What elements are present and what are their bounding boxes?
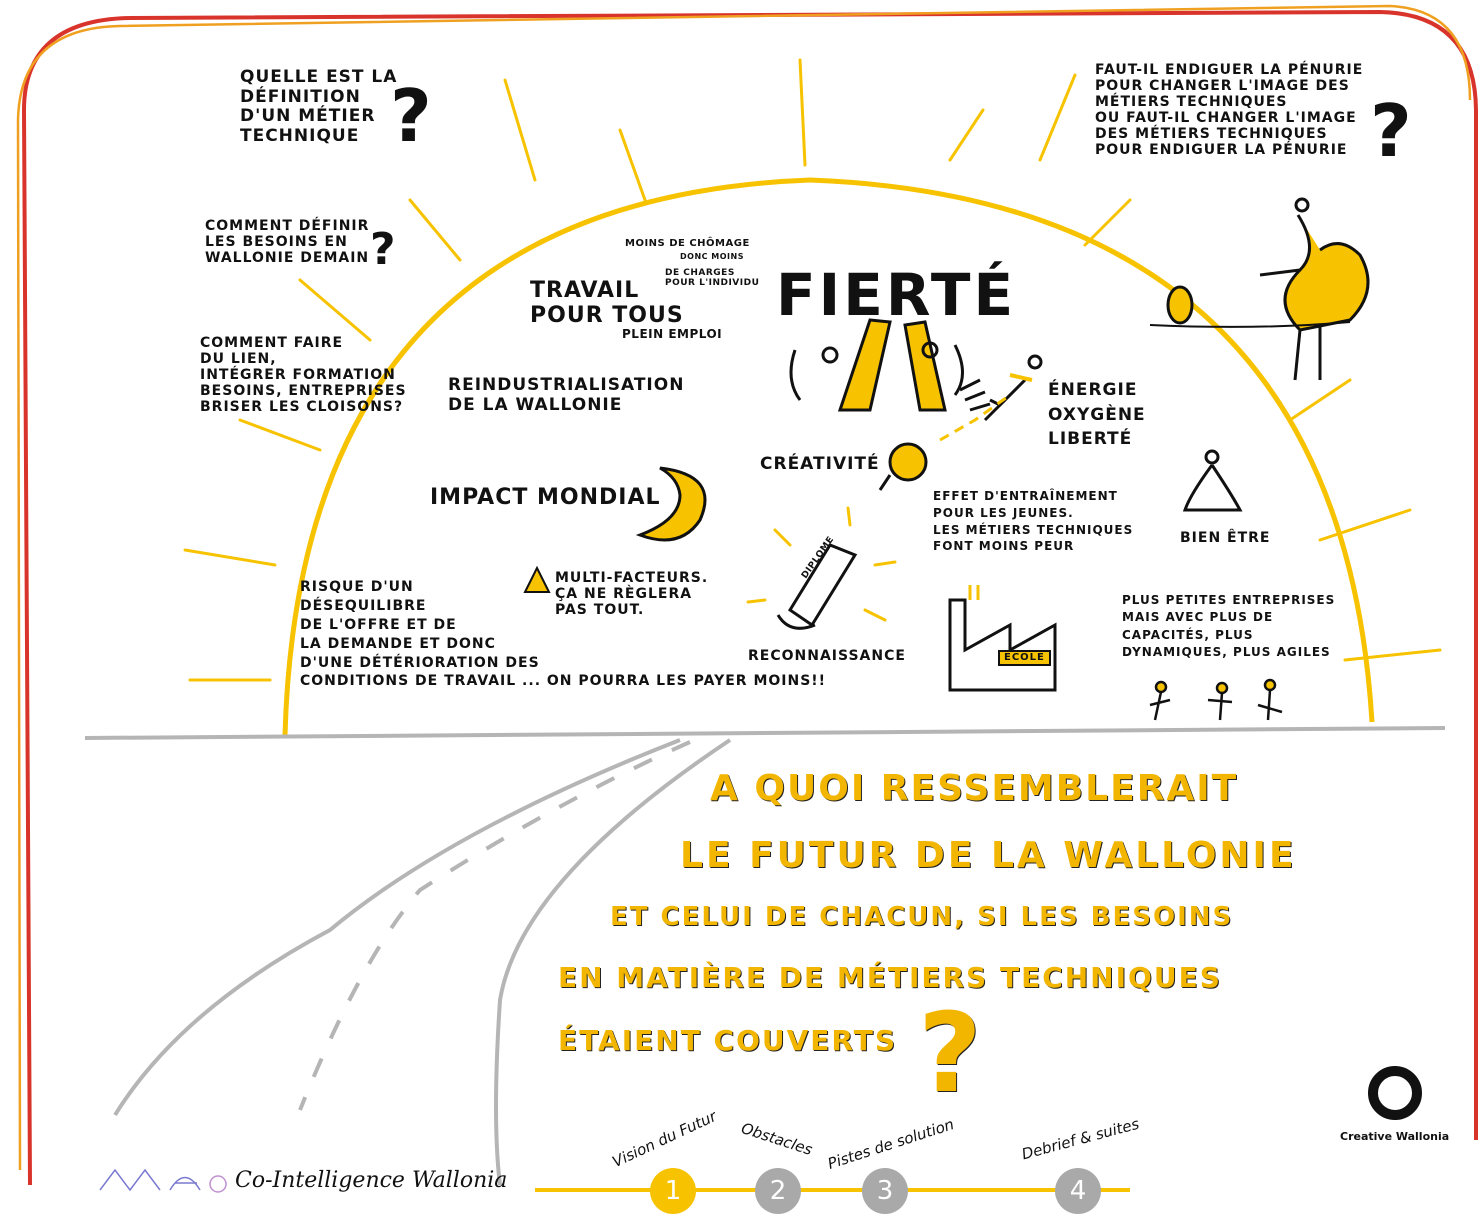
multi-facteurs: MULTI-FACTEURS. ÇA NE RÈGLERA PAS TOUT. [555, 570, 709, 619]
dashed-arrow [939, 393, 1011, 442]
central-question-line-4: EN MATIÈRE DE MÉTIERS TECHNIQUES [558, 961, 1222, 994]
co-intelligence-wallonia: Co-Intelligence Wallonia [235, 1168, 508, 1193]
egg-icon [1166, 285, 1194, 325]
question-mark-3: ? [1370, 89, 1413, 173]
meditation-icon [1182, 449, 1243, 512]
dome-outline [282, 177, 1375, 736]
small-people-icon [1149, 678, 1283, 721]
travail-pour-tous: TRAVAIL POUR TOUS [530, 278, 684, 329]
energy-runner-icon [959, 354, 1043, 422]
rooster-icon [1259, 197, 1370, 381]
question-penurie: FAUT-IL ENDIGUER LA PÉNURIE POUR CHANGER… [1095, 62, 1364, 159]
central-question-line-5: ÉTAIENT COUVERTS [558, 1024, 898, 1057]
frame-border-orange [16, 4, 1472, 1171]
creative-wallonia: Creative Wallonia [1340, 1130, 1450, 1143]
central-question-line-1: A QUOI RESSEMBLERAIT [710, 768, 1239, 809]
creativite: CRÉATIVITÉ [760, 454, 880, 474]
step-circle-4[interactable]: 4 [1055, 1168, 1101, 1214]
high-five-icon [789, 318, 964, 412]
co-intelligence-logo-icon [99, 1168, 227, 1193]
moins-de-chomage: MOINS DE CHÔMAGE [625, 238, 750, 249]
factory-icon [948, 585, 1057, 692]
question-lien: COMMENT FAIRE DU LIEN, INTÉGRER FORMATIO… [200, 335, 407, 416]
moon-icon [635, 466, 707, 542]
question-besoins: COMMENT DÉFINIR LES BESOINS EN WALLONIE … [205, 218, 370, 267]
sun-rays [183, 58, 1442, 682]
fierte-title: FIERTÉ [776, 261, 1017, 329]
question-definition: QUELLE EST LA DÉFINITION D'UN MÉTIER TEC… [240, 67, 398, 146]
step-circle-1[interactable]: 1 [650, 1168, 696, 1214]
diploma-rays [746, 506, 897, 622]
road-center-dashes [298, 740, 691, 1111]
energie-oxygene-liberte: ÉNERGIE OXYGÈNE LIBERTÉ [1048, 380, 1146, 450]
question-mark-2: ? [370, 224, 397, 275]
plein-emploi: PLEIN EMPLOI [622, 327, 723, 341]
horizon-line [84, 726, 1446, 740]
impact-mondial: IMPACT MONDIAL [430, 485, 661, 510]
petites-entreprises: PLUS PETITES ENTREPRISES MAIS AVEC PLUS … [1122, 593, 1336, 660]
warning-icon [523, 565, 551, 593]
bien-etre: BIEN ÊTRE [1180, 530, 1271, 546]
road-left-edge [113, 738, 681, 1117]
step-circle-3[interactable]: 3 [862, 1168, 908, 1214]
diploma-icon [776, 543, 858, 630]
lightbulb-icon [878, 442, 928, 491]
reindustrialisation: REINDUSTRIALISATION DE LA WALLONIE [448, 375, 685, 415]
de-charges: DE CHARGES POUR L'INDIVIDU [665, 268, 760, 289]
central-question-line-3: ET CELUI DE CHACUN, SI LES BESOINS [610, 902, 1234, 932]
question-mark-1: ? [390, 74, 433, 158]
central-question-mark: ? [918, 989, 983, 1117]
ground-line [1149, 321, 1351, 328]
central-question-line-2: LE FUTUR DE LA WALLONIE [680, 835, 1297, 876]
creative-wallonia-logo-icon [1368, 1066, 1422, 1120]
step-progress: Vision du Futur 1 Obstacles 2 Pistes de … [590, 1107, 1190, 1214]
reconnaissance: RECONNAISSANCE [748, 648, 906, 664]
step-circle-2[interactable]: 2 [755, 1168, 801, 1214]
donc-moins: DONC MOINS [680, 252, 744, 261]
ecole-sign: ECOLE [998, 650, 1051, 666]
road-right-edge [494, 738, 732, 1186]
effet-entrainement: EFFET D'ENTRAÎNEMENT POUR LES JEUNES. LE… [933, 489, 1134, 554]
risque-desequilibre: RISQUE D'UN DÉSEQUILIBRE DE L'OFFRE ET D… [300, 579, 827, 690]
